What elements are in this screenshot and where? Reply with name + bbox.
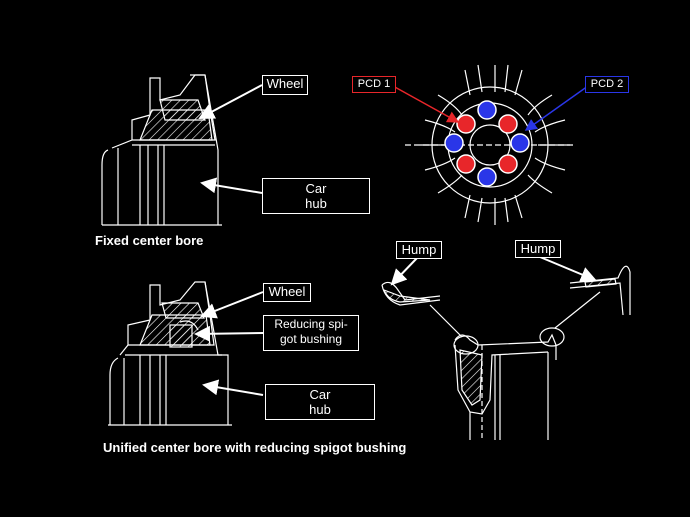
pcd-hub-drawing: [405, 64, 575, 225]
wheel-top-arrow: [198, 84, 263, 119]
unified-bore-caption: Unified center bore with reducing spigot…: [103, 440, 407, 455]
fixed-bore-drawing: [101, 74, 222, 226]
bushing-label: Reducing spi- got bushing: [263, 315, 359, 351]
wheel-label-bottom: Wheel: [263, 283, 311, 302]
pcd2-arrow: [524, 85, 589, 131]
wheel-label-top: Wheel: [262, 75, 308, 95]
pcd1-label: PCD 1: [352, 76, 396, 93]
car-hub-label-bottom: Car hub: [265, 384, 375, 420]
bushing-arrow: [194, 325, 264, 342]
pcd2-label: PCD 2: [585, 76, 629, 93]
pcd2-holes: [444, 100, 530, 187]
hump-right-arrow: [539, 256, 597, 282]
car-hub-label-top: Car hub: [262, 178, 370, 214]
hub-top-arrow: [200, 177, 263, 194]
hub-bottom-arrow: [202, 379, 264, 396]
pcd1-arrow: [392, 85, 460, 123]
hump-left-arrow: [390, 256, 419, 286]
hump-label-right: Hump: [515, 240, 561, 258]
hump-profile-drawing: [381, 265, 631, 440]
fixed-bore-caption: Fixed center bore: [95, 233, 204, 248]
pcd1-holes: [456, 114, 518, 174]
unified-bore-drawing: [108, 281, 232, 426]
wheel-bottom-arrow: [200, 291, 264, 319]
hump-label-left: Hump: [396, 241, 442, 259]
